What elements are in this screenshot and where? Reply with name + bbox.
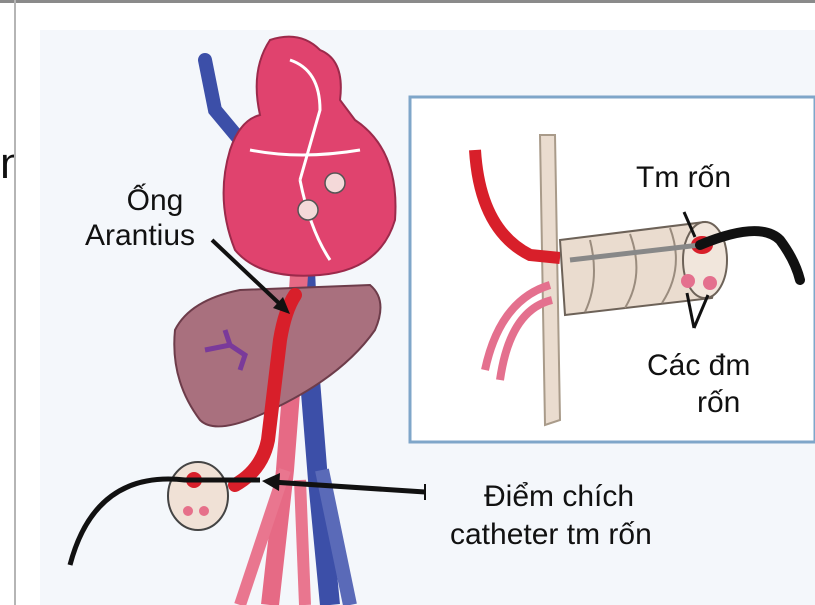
label-umbilical-arteries-line1: Các đm bbox=[647, 348, 750, 384]
label-arantius-line1: Ống bbox=[95, 183, 215, 219]
label-umbilical-arteries-line2: rốn bbox=[697, 385, 740, 421]
label-umbilical-vein: Tm rốn bbox=[636, 160, 731, 196]
label-arantius-line2: Arantius bbox=[65, 218, 215, 254]
umbilical-stump bbox=[168, 462, 228, 530]
label-insertion-line1: Điểm chích bbox=[484, 479, 634, 515]
label-insertion-line2: catheter tm rốn bbox=[450, 517, 652, 553]
heart bbox=[224, 37, 396, 276]
valve-icon bbox=[325, 173, 345, 193]
catheter-line bbox=[70, 479, 260, 565]
valve-icon bbox=[298, 200, 318, 220]
